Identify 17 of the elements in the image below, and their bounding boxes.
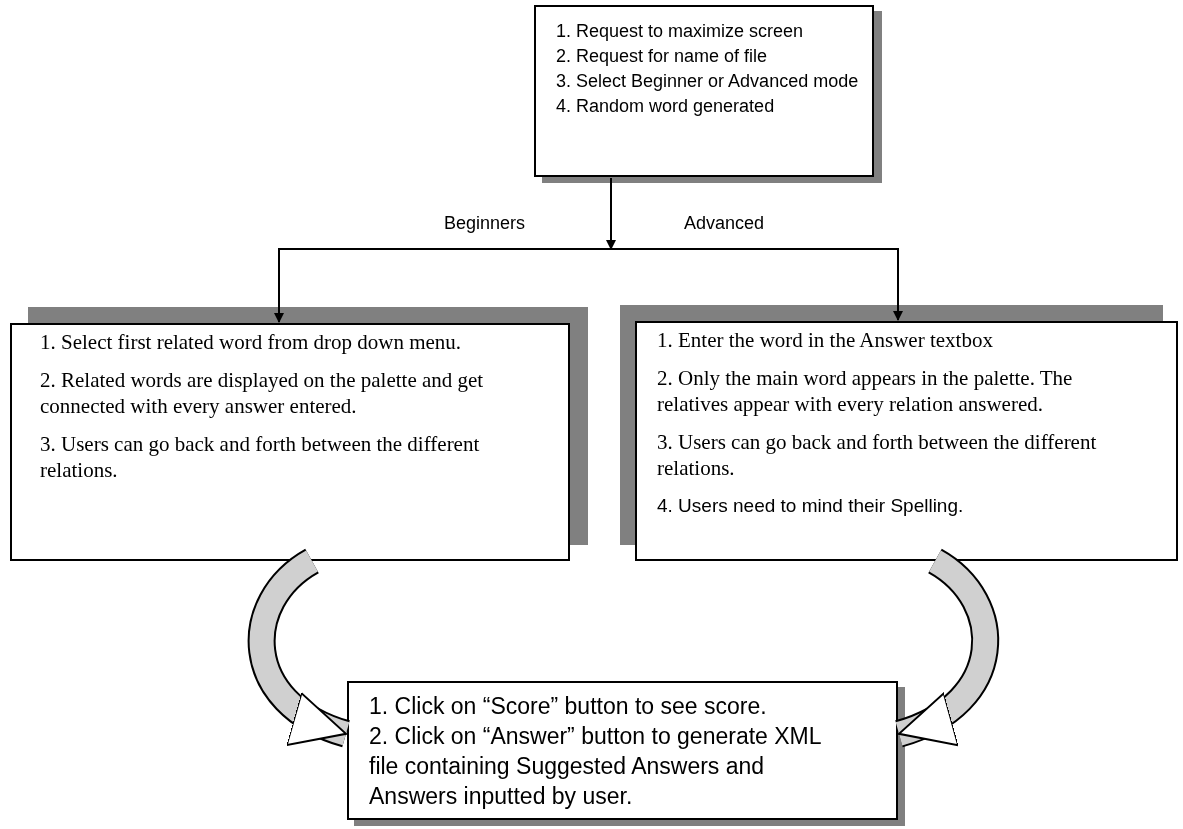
step-text: 1. Enter the word in the Answer textbox — [657, 327, 994, 353]
step-text: 2. Request for name of file — [556, 45, 769, 68]
step-text: 1. Select first related word from drop down menu. — [40, 329, 463, 355]
step-text: 1. Request to maximize screen — [556, 20, 805, 43]
step-text: 3. Users can go back and forth between the different relations. — [657, 429, 1098, 481]
step-text: 3. Users can go back and forth between the different relations. — [40, 431, 481, 483]
process-box — [347, 681, 898, 820]
step-text: 2. Only the main word appears in the palette. The relatives appear with every relation answered. — [657, 365, 1074, 417]
step-text: 2. Click on “Answer” button to generate XML file containing Suggested Answers and Answers inputted by user. — [369, 722, 822, 811]
step-text: 4. Random word generated — [556, 95, 776, 118]
step-text: 4. Users need to mind their Spelling. — [657, 494, 965, 518]
step-text: 3. Select Beginner or Advanced mode — [556, 70, 860, 93]
step-text: 2. Related words are displayed on the palette and get connected with every answer entered. — [40, 367, 485, 419]
process-box — [10, 323, 570, 561]
process-box — [534, 5, 874, 177]
step-text: 1. Click on “Score” button to see score. — [369, 692, 768, 721]
process-box — [635, 321, 1178, 561]
